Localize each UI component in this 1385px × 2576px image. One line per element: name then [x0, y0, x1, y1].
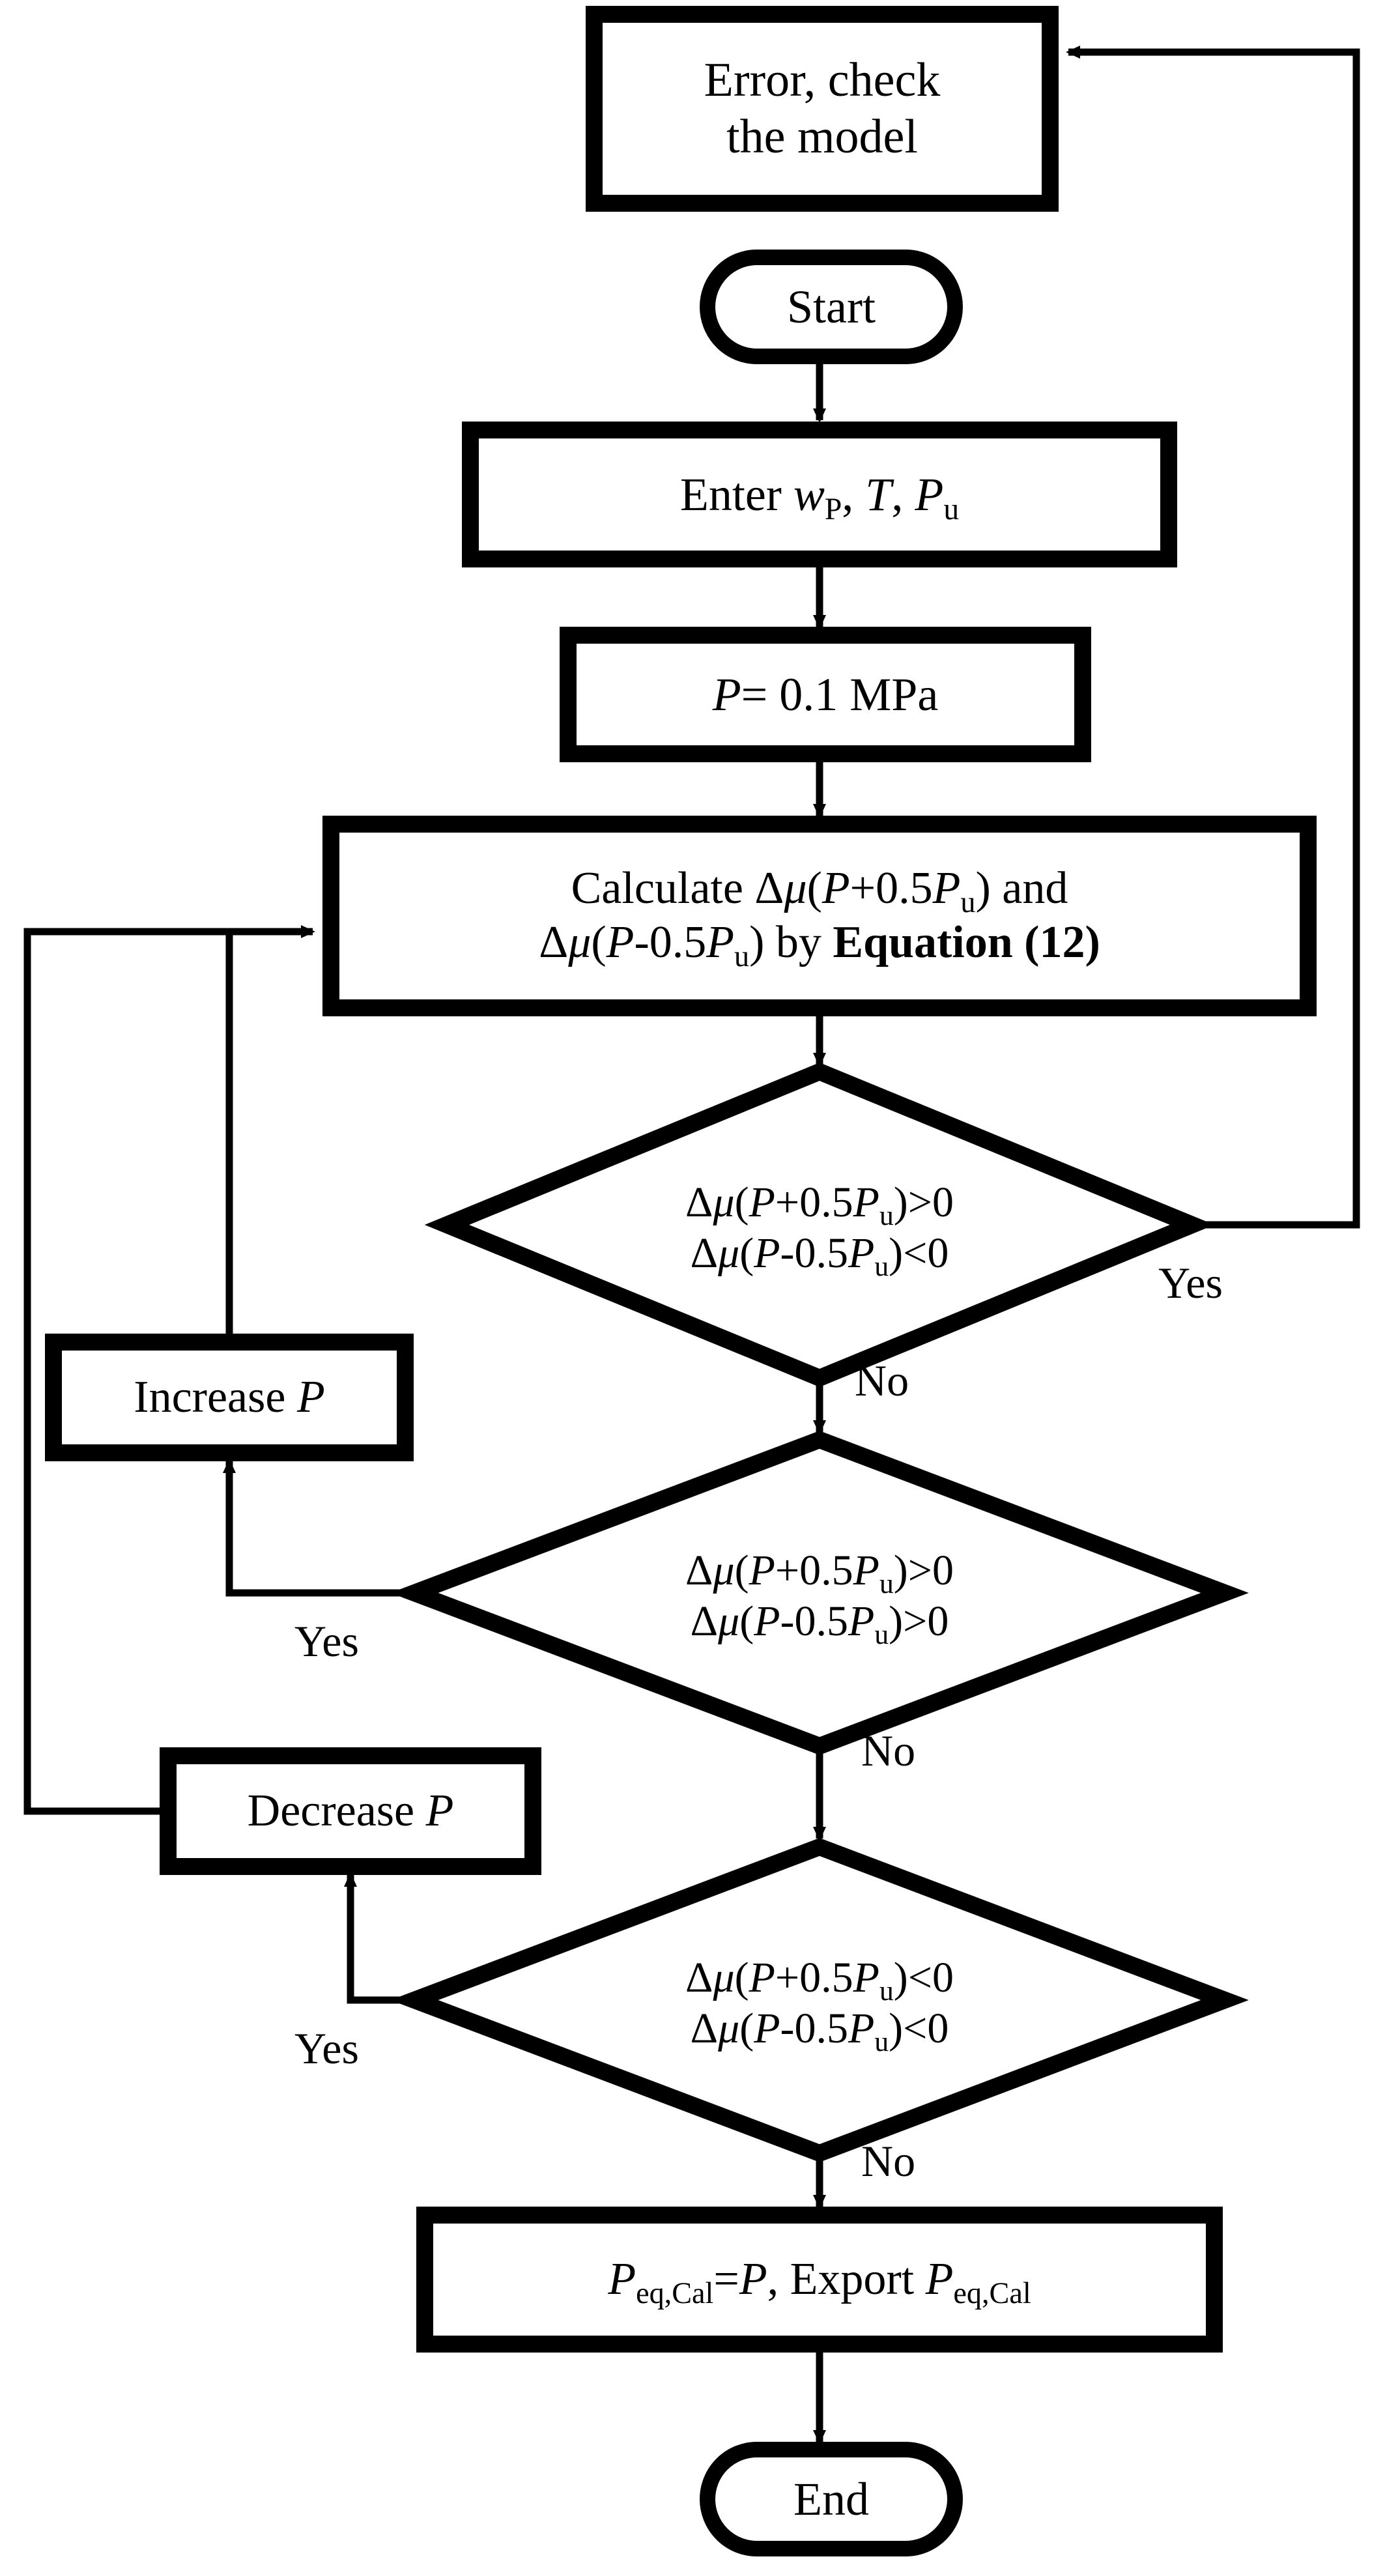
decrease-box-shape [160, 1747, 541, 1875]
edge-decision2-yes-to-increase [223, 1459, 414, 1597]
edge-decision1-yes-to-error [1066, 46, 1360, 1229]
edge-label-decision3-no: No [861, 2136, 916, 2186]
edge-label-decision1-yes: Yes [1158, 1258, 1223, 1308]
edge-decrease-to-calculate [23, 928, 229, 1815]
edge-increase-to-calculate [225, 925, 315, 1342]
error-box-shape [586, 6, 1059, 212]
export-box-shape [416, 2207, 1223, 2353]
increase-box-shape [45, 1334, 414, 1461]
decision3-shape [390, 1838, 1249, 2162]
decision1-shape [424, 1062, 1215, 1388]
edge-label-decision1-no: No [855, 1356, 909, 1405]
calculate-box-shape [322, 816, 1317, 1016]
edge-label-decision2-yes: Yes [294, 1616, 359, 1666]
start-terminator-shape [700, 250, 963, 364]
init-pressure-box-shape [560, 627, 1091, 762]
edge-label-decision3-yes: Yes [294, 2024, 359, 2073]
edge-label-decision2-no: No [861, 1726, 916, 1775]
decision2-shape [390, 1431, 1249, 1755]
edge-decision3-yes-to-decrease [344, 1872, 414, 2004]
enter-box-shape [462, 422, 1177, 567]
end-terminator-shape [700, 2442, 963, 2556]
